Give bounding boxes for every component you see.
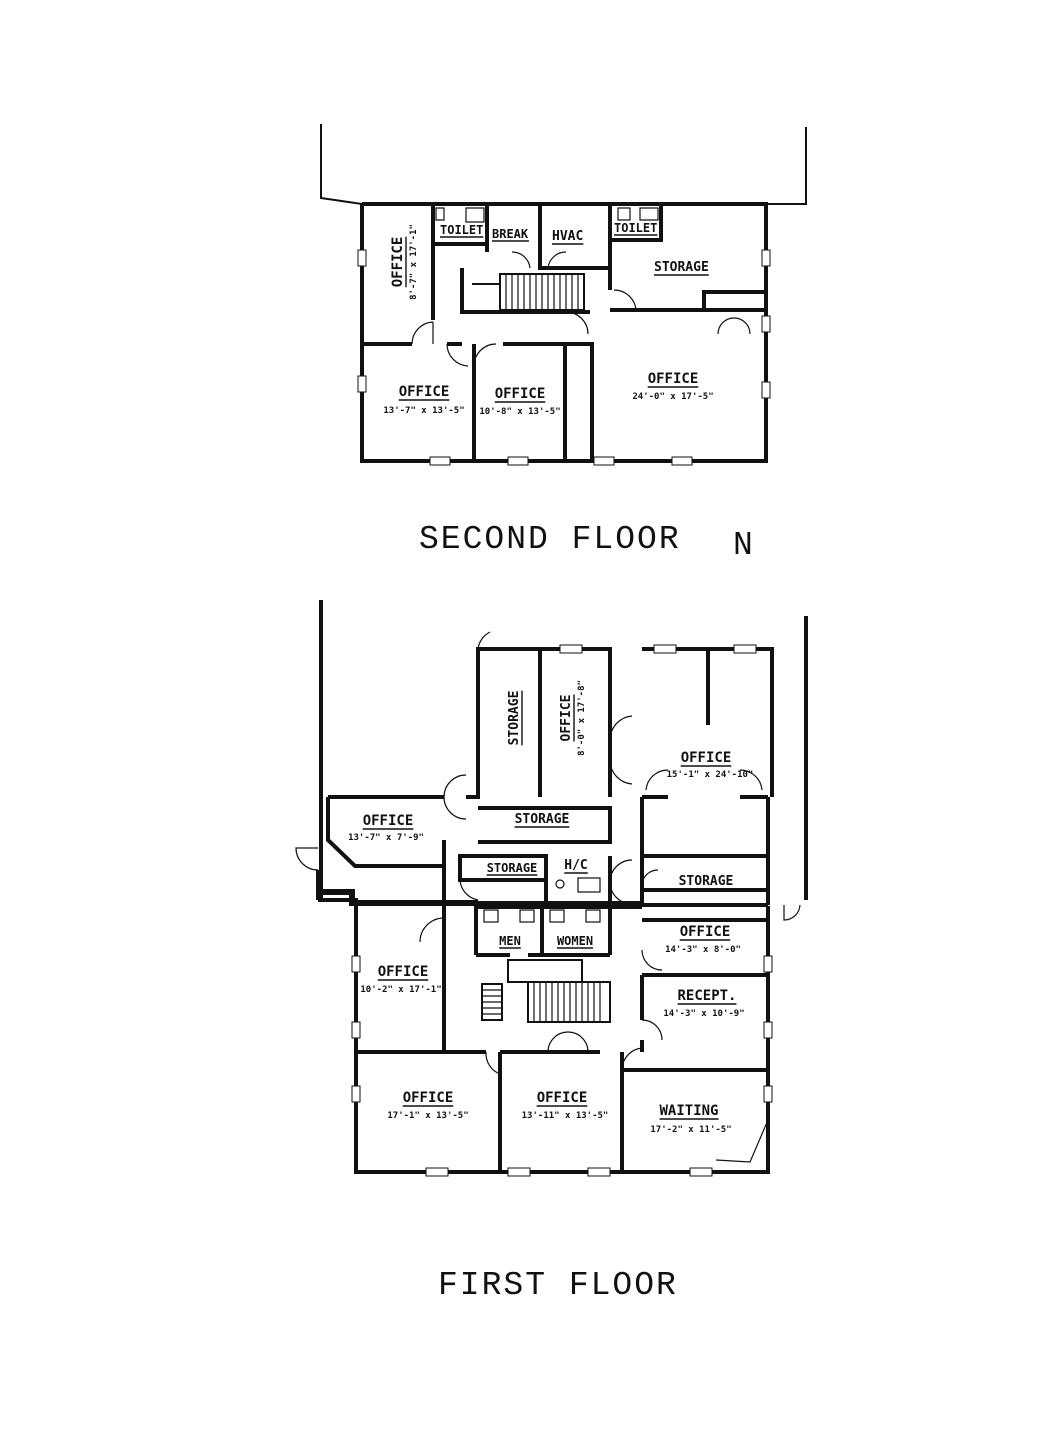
room-dimensions: 8'-0" x 17'-8" [577,680,587,756]
room-label-office: OFFICE [537,1090,588,1106]
second-floor-stairs [472,273,585,311]
room-label-toilet: TOILET [614,221,657,235]
room-label-recept: RECEPT. [677,988,736,1004]
second-floor-plan: OFFICE 8'-7" x 17'-1" TOILET BREAK HVAC … [320,124,807,564]
room-label-hvac: HVAC [552,229,583,244]
room-dimensions: 10'-8" x 13'-5" [479,407,560,417]
room-dimensions: 17'-2" x 11'-5" [650,1125,731,1135]
room-dimensions: 14'-3" x 8'-0" [665,945,741,955]
room-dimensions: 17'-1" x 13'-5" [387,1111,468,1121]
room-dimensions: 14'-3" x 10'-9" [663,1009,744,1019]
room-label-storage: STORAGE [507,691,522,746]
room-dimensions: 24'-0" x 17'-5" [632,392,713,402]
room-label-office: OFFICE [390,237,406,288]
room-label-office: OFFICE [378,964,429,980]
room-label-office: OFFICE [680,924,731,940]
room-dimensions: 13'-7" x 7'-9" [348,833,424,843]
room-label-office: OFFICE [648,371,699,387]
room-dimensions: 13'-11" x 13'-5" [522,1111,609,1121]
room-dimensions: 13'-7" x 13'-5" [383,406,464,416]
room-label-storage: STORAGE [654,260,709,275]
second-floor-windows [357,249,771,466]
room-label-office: OFFICE [495,386,546,402]
room-label-toilet: TOILET [440,223,483,237]
room-label-women: WOMEN [557,934,593,948]
room-label-office: OFFICE [403,1090,454,1106]
room-label-storage: STORAGE [679,874,734,889]
first-floor-doors [295,631,801,1163]
room-dimensions: 10'-2" x 17'-1" [360,985,441,995]
second-floor-doors [411,207,751,367]
north-arrow-mark: N [733,527,755,564]
room-label-waiting: WAITING [659,1103,718,1119]
first-floor-stairs [481,959,611,1023]
room-dimensions: 8'-7" x 17'-1" [409,224,419,300]
room-label-office: OFFICE [681,750,732,766]
second-floor-exterior-wall [360,202,768,463]
roof-outline [320,124,807,205]
room-dimensions: 15'-1" x 24'-10" [667,770,754,780]
first-floor-plan: STORAGE OFFICE 8'-0" x 17'-8" OFFICE 15'… [295,600,808,1304]
room-label-office: OFFICE [559,695,574,742]
first-floor-windows [351,644,773,1177]
room-label-break: BREAK [492,227,529,241]
room-label-men: MEN [499,934,521,948]
room-label-office: OFFICE [363,813,414,829]
room-label-storage: STORAGE [487,861,538,875]
room-label-hc: H/C [564,858,587,873]
room-label-storage: STORAGE [515,812,570,827]
floor-title: FIRST FLOOR [438,1267,678,1304]
floor-title: SECOND FLOOR [419,521,681,558]
first-floor-exterior-wall [354,906,770,1174]
room-label-office: OFFICE [399,384,450,400]
